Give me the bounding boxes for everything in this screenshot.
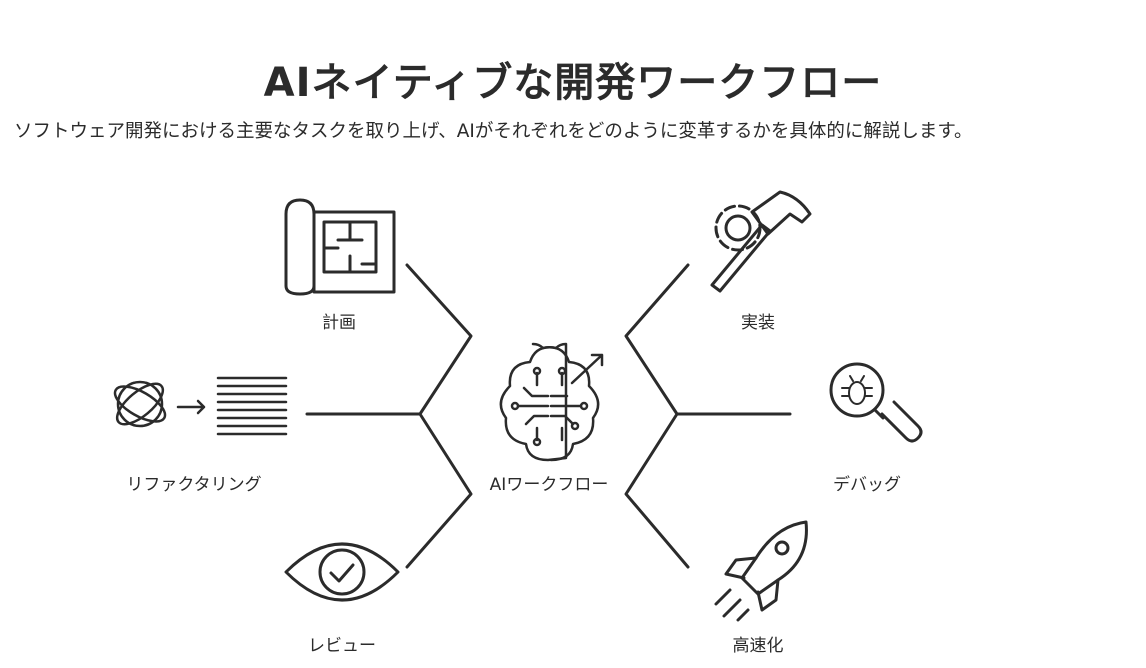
eye-check-icon [284, 542, 400, 602]
node-label-planning: 計画 [322, 313, 356, 333]
bug-magnifier-icon [829, 362, 923, 443]
node-label-review: レビュー [308, 636, 376, 656]
center-label: AIワークフロー [489, 475, 609, 495]
node-label-implementation: 実装 [741, 313, 775, 333]
node-label-refactoring: リファクタリング [126, 475, 262, 495]
rocket-icon [714, 520, 808, 622]
page-subtitle: ソフトウェア開発における主要なタスクを取り上げ、AIがそれぞれをどのように変革す… [14, 121, 973, 142]
blueprint-icon [284, 198, 396, 296]
page-title: AIネイティブな開発ワークフロー [263, 60, 883, 106]
node-label-debugging: デバッグ [833, 475, 901, 495]
node-label-acceleration: 高速化 [732, 636, 784, 656]
connector-lines [305, 263, 792, 569]
brain-circuit-icon [499, 342, 604, 462]
gear-hammer-icon [710, 190, 812, 293]
tangle-to-lines-icon [113, 376, 288, 436]
